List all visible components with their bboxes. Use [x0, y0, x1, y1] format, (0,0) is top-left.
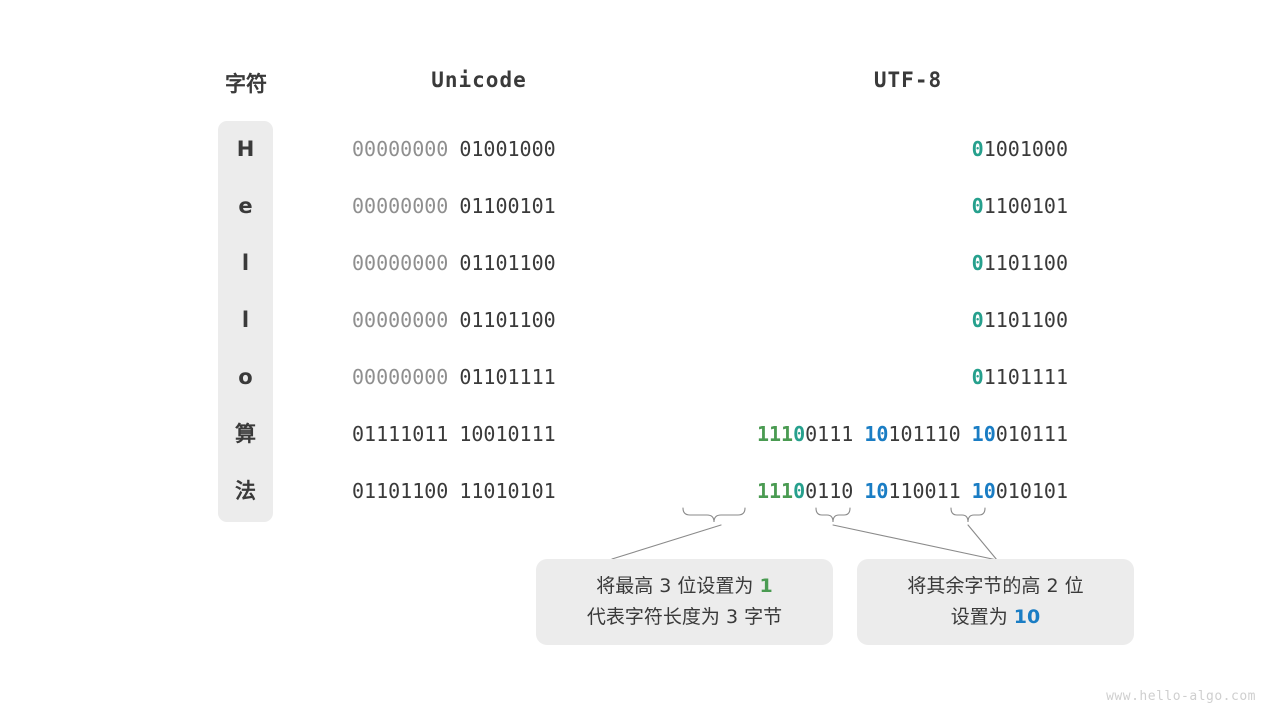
character-cell: l [241, 251, 250, 275]
column-header-character: 字符 [225, 72, 267, 96]
unicode-byte-2: 01001000 [459, 137, 556, 161]
unicode-bits: 01111011 10010111 [352, 406, 606, 463]
utf8-byte-1-prefix-2: 0 [793, 422, 806, 446]
callout-right-highlight: 10 [1013, 606, 1041, 628]
unicode-byte-1: 00000000 [352, 137, 449, 161]
utf8-byte-1-prefix: 111 [756, 422, 794, 446]
character-cell: o [238, 365, 253, 389]
callout-left-highlight: 1 [759, 575, 773, 597]
callout-left-line-2: 代表字符长度为 3 字节 [586, 606, 783, 628]
utf8-byte-1-payload: 1101100 [983, 251, 1068, 275]
utf8-byte-1-prefix: 0 [971, 137, 984, 161]
callout-continuation-bits: 将其余字节的高 2 位 设置为 10 [857, 559, 1134, 645]
column-header-unicode: Unicode [431, 68, 527, 92]
utf8-byte-2-prefix: 10 [864, 422, 889, 446]
callout-left-line-1: 将最高 3 位设置为 1 [596, 571, 772, 602]
utf8-bits: 01101111 [676, 349, 1068, 406]
utf8-byte-1-payload: 1101100 [983, 308, 1068, 332]
leader-second-to-right-callout [832, 524, 998, 561]
character-cell: l [241, 308, 250, 332]
callout-left-line-1-text: 将最高 3 位设置为 [596, 575, 760, 597]
character-cell: 法 [235, 479, 256, 503]
utf8-bits: 01101100 [676, 235, 1068, 292]
unicode-bits: 00000000 01101111 [352, 349, 606, 406]
unicode-byte-1: 00000000 [352, 251, 449, 275]
unicode-byte-2: 01101111 [459, 365, 556, 389]
utf8-byte-1-prefix: 0 [971, 194, 984, 218]
callout-right-line-1: 将其余字节的高 2 位 [907, 575, 1084, 597]
unicode-bits: 00000000 01101100 [352, 235, 606, 292]
unicode-bits: 00000000 01100101 [352, 178, 606, 235]
utf8-byte-2-payload: 101110 [888, 422, 961, 446]
utf8-byte-1-prefix: 0 [971, 251, 984, 275]
utf8-byte-1-prefix: 0 [971, 308, 984, 332]
utf8-byte-3-prefix: 10 [971, 422, 996, 446]
utf8-byte-1-payload: 0111 [805, 422, 854, 446]
utf8-byte-1-prefix-2: 0 [793, 479, 806, 503]
callout-right-line-2-text: 设置为 [950, 606, 1014, 628]
character-cell: H [236, 137, 255, 161]
utf8-byte-1-payload: 1101111 [983, 365, 1068, 389]
utf8-byte-1-payload: 0110 [805, 479, 854, 503]
leader-left-callout [611, 524, 722, 560]
character-cell: 算 [235, 422, 256, 446]
leader-third-to-right-callout [967, 524, 998, 561]
utf8-byte-1-prefix: 0 [971, 365, 984, 389]
utf8-byte-1-payload: 1100101 [983, 194, 1068, 218]
watermark: www.hello-algo.com [1106, 689, 1256, 704]
utf8-byte-3-payload: 010101 [995, 479, 1068, 503]
callout-right-line-2: 设置为 10 [951, 602, 1041, 633]
unicode-byte-2: 01101100 [459, 308, 556, 332]
unicode-bits: 00000000 01101100 [352, 292, 606, 349]
unicode-bits: 01101100 11010101 [352, 463, 606, 520]
utf8-byte-3-payload: 010111 [995, 422, 1068, 446]
character-cell: e [238, 194, 253, 218]
utf8-bits: 01101100 [676, 292, 1068, 349]
utf8-bits: 01100101 [676, 178, 1068, 235]
unicode-bits: 00000000 01001000 [352, 121, 606, 178]
unicode-byte-1: 00000000 [352, 308, 449, 332]
unicode-byte-1: 01111011 [352, 422, 449, 446]
unicode-byte-1: 01101100 [352, 479, 449, 503]
unicode-byte-2: 10010111 [459, 422, 556, 446]
utf8-bits: 01001000 [676, 121, 1068, 178]
column-header-utf8: UTF-8 [873, 68, 943, 92]
unicode-byte-2: 01100101 [459, 194, 556, 218]
unicode-byte-1: 00000000 [352, 194, 449, 218]
unicode-byte-2: 01101100 [459, 251, 556, 275]
utf8-byte-1-prefix: 111 [756, 479, 794, 503]
utf8-byte-3-prefix: 10 [971, 479, 996, 503]
utf8-byte-1-payload: 1001000 [983, 137, 1068, 161]
unicode-byte-2: 11010101 [459, 479, 556, 503]
callout-leading-bits: 将最高 3 位设置为 1 代表字符长度为 3 字节 [536, 559, 833, 645]
unicode-byte-1: 00000000 [352, 365, 449, 389]
utf8-byte-2-payload: 110011 [888, 479, 961, 503]
utf8-byte-2-prefix: 10 [864, 479, 889, 503]
